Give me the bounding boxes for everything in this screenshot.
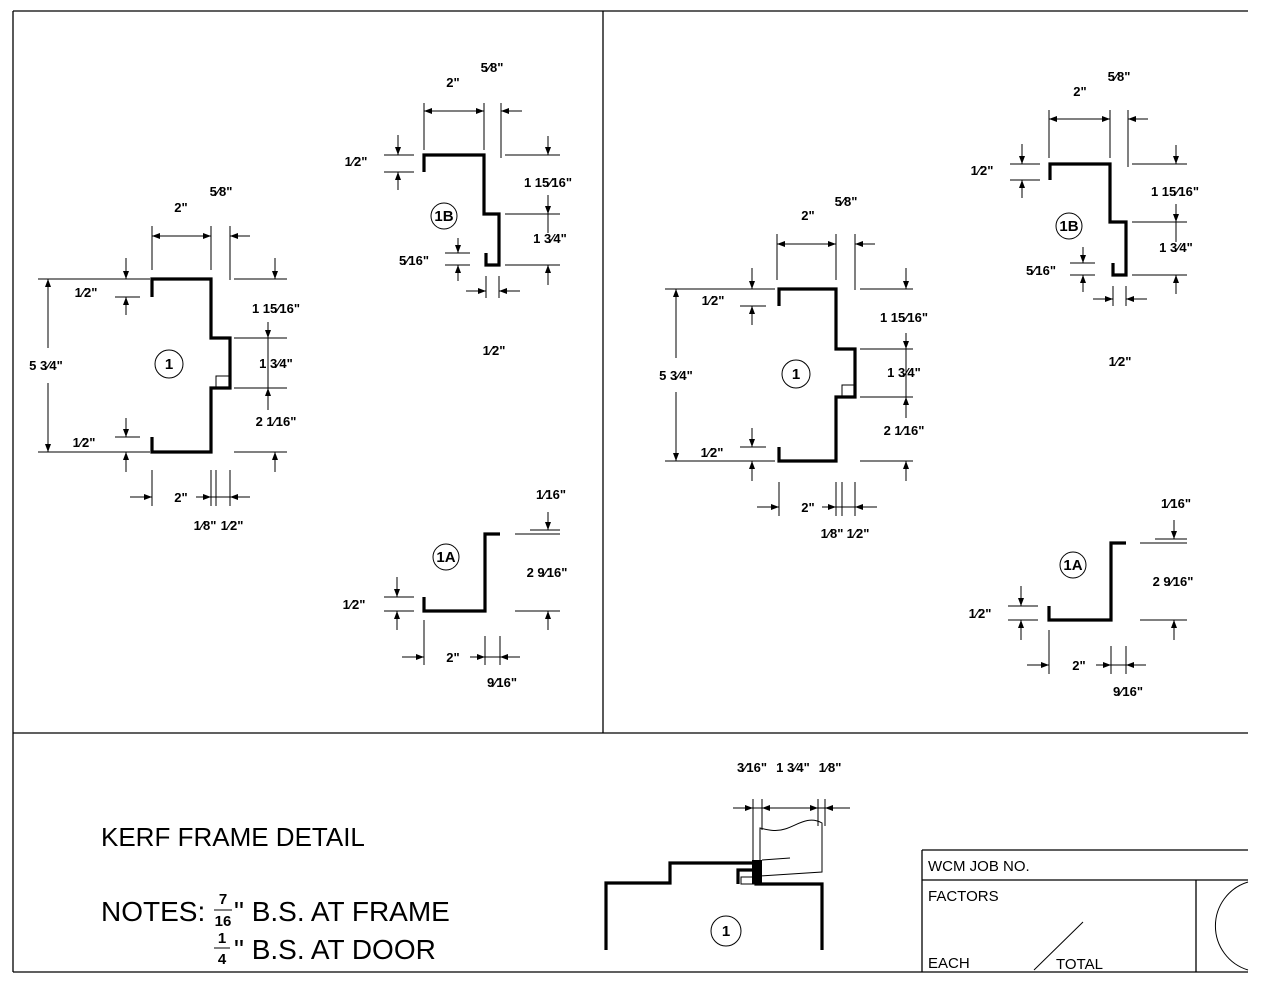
notes-label: NOTES: — [101, 896, 205, 927]
dim-top: 1⁄16" — [536, 487, 566, 502]
dim-soffit-top: 1 15⁄16" — [252, 301, 300, 316]
dim-return-top: 1⁄2" — [75, 285, 98, 300]
dim-kerf-gap: 1⁄2" — [221, 518, 244, 533]
profile-tag: 1 — [165, 356, 173, 373]
notes: NOTES: 7 16 " B.S. AT FRAME 1 4 " B.S. A… — [101, 891, 450, 968]
factors-label: FACTORS — [928, 888, 999, 905]
dim-return-bottom: 1⁄2" — [701, 445, 724, 460]
detail-tag: 1 — [722, 923, 730, 940]
dim-depth: 2 9⁄16" — [527, 565, 568, 580]
dim-top: 1⁄16" — [1161, 496, 1191, 511]
profile-1a: 1A 1⁄16" 2 9⁄16" 1⁄2" 2" — [343, 487, 568, 690]
profile-1b: 1B 2" 5⁄8" 1⁄2" — [345, 60, 572, 358]
dim-bottom: 9⁄16" — [487, 675, 517, 690]
door-section — [759, 819, 823, 877]
dim-depth: 5 3⁄4" — [659, 368, 693, 383]
dim-bottom: 9⁄16" — [1113, 684, 1143, 699]
dim-return: 1⁄2" — [343, 597, 366, 612]
note-2-numerator: 1 — [218, 930, 226, 947]
dim-stop: 1 3⁄4" — [533, 231, 567, 246]
drawing-title: KERF FRAME DETAIL — [101, 822, 365, 852]
dim-kerf-gap: 1⁄2" — [847, 526, 870, 541]
each-label: EACH — [928, 955, 970, 972]
dim-backbend: 5⁄16" — [399, 253, 429, 268]
tag-circle — [154, 349, 184, 379]
note-2-denominator: 4 — [218, 951, 227, 968]
tag-circle — [432, 543, 460, 571]
dim-rabbet: 5⁄8" — [481, 60, 504, 75]
dim-rabbet: 5⁄8" — [1108, 69, 1131, 84]
dim-return: 1⁄2" — [971, 163, 994, 178]
note-1-numerator: 7 — [219, 891, 227, 908]
note-1-text: " B.S. AT FRAME — [234, 896, 450, 927]
tag-circle — [1055, 212, 1083, 240]
dim-soffit-bottom: 2 1⁄16" — [256, 414, 297, 429]
profile-tag: 1B — [1059, 218, 1078, 235]
dim-bottom: 1⁄2" — [483, 343, 506, 358]
panel-left: 1 2" 5⁄8" — [29, 60, 572, 690]
tag-circle — [1059, 551, 1087, 579]
dim-depth: 5 3⁄4" — [29, 358, 63, 373]
profile-1: 1 2" 5⁄8" 1⁄ — [659, 194, 928, 541]
dim-soffit: 1 15⁄16" — [524, 175, 572, 190]
dim-face: 2" — [446, 75, 459, 90]
title-block: WCM JOB NO. FACTORS EACH TOTAL — [921, 849, 1249, 973]
note-2-text: " B.S. AT DOOR — [234, 934, 436, 965]
profile-tag: 1A — [1063, 557, 1082, 574]
profile-tag: 1 — [792, 366, 800, 383]
dim-stop: 1 3⁄4" — [259, 356, 293, 371]
dim-kerf: 1⁄8" — [194, 518, 217, 533]
dim-b: 1 3⁄4" — [776, 760, 810, 775]
profile-1b: 1B 2" 5⁄8" 1⁄2" — [971, 69, 1199, 369]
profile-1: 1 2" 5⁄8" — [29, 184, 300, 533]
dim-stop: 1 3⁄4" — [887, 365, 921, 380]
bottom-detail: 1 3⁄16" 1 3⁄4" 1⁄8" — [604, 760, 850, 950]
dim-soffit: 1 15⁄16" — [1151, 184, 1199, 199]
dim-face: 2" — [446, 650, 459, 665]
dim-rabbet: 5⁄8" — [835, 194, 858, 209]
total-label: TOTAL — [1056, 956, 1103, 973]
job-no-label: WCM JOB NO. — [928, 858, 1030, 875]
tag-circle — [781, 359, 811, 389]
dim-depth: 2 9⁄16" — [1153, 574, 1194, 589]
dim-c: 1⁄8" — [819, 760, 842, 775]
dim-face: 2" — [174, 200, 187, 215]
panel-right: 1 2" 5⁄8" 1⁄ — [659, 69, 1199, 699]
dim-return: 1⁄2" — [969, 606, 992, 621]
tag-circle — [430, 202, 458, 230]
dim-kerf: 1⁄8" — [821, 526, 844, 541]
dim-face: 2" — [1072, 658, 1085, 673]
dim-face: 2" — [1073, 84, 1086, 99]
tag-circle — [710, 915, 742, 947]
dim-a: 3⁄16" — [737, 760, 767, 775]
dim-stop: 1 3⁄4" — [1159, 240, 1193, 255]
dim-return: 1⁄2" — [345, 154, 368, 169]
note-1-denominator: 16 — [215, 913, 232, 930]
dim-bottom: 1⁄2" — [1109, 354, 1132, 369]
profile-tag: 1B — [434, 208, 453, 225]
hardware-block — [752, 860, 762, 884]
dim-soffit-bottom: 2 1⁄16" — [884, 423, 925, 438]
dim-rabbet: 5⁄8" — [210, 184, 233, 199]
seal-circle — [1215, 881, 1249, 971]
sheet-border — [12, 10, 1248, 973]
profile-tag: 1A — [436, 549, 455, 566]
dim-backbend: 5⁄16" — [1026, 263, 1056, 278]
dim-bottom-face: 2" — [174, 490, 187, 505]
dim-bottom-face: 2" — [801, 500, 814, 515]
dim-return-top: 1⁄2" — [702, 293, 725, 308]
dim-face: 2" — [801, 208, 814, 223]
profile-1a: 1A 1⁄16" 2 9⁄16" 1⁄2" 2" — [969, 496, 1194, 699]
dim-soffit-top: 1 15⁄16" — [880, 310, 928, 325]
dim-return-bottom: 1⁄2" — [73, 435, 96, 450]
